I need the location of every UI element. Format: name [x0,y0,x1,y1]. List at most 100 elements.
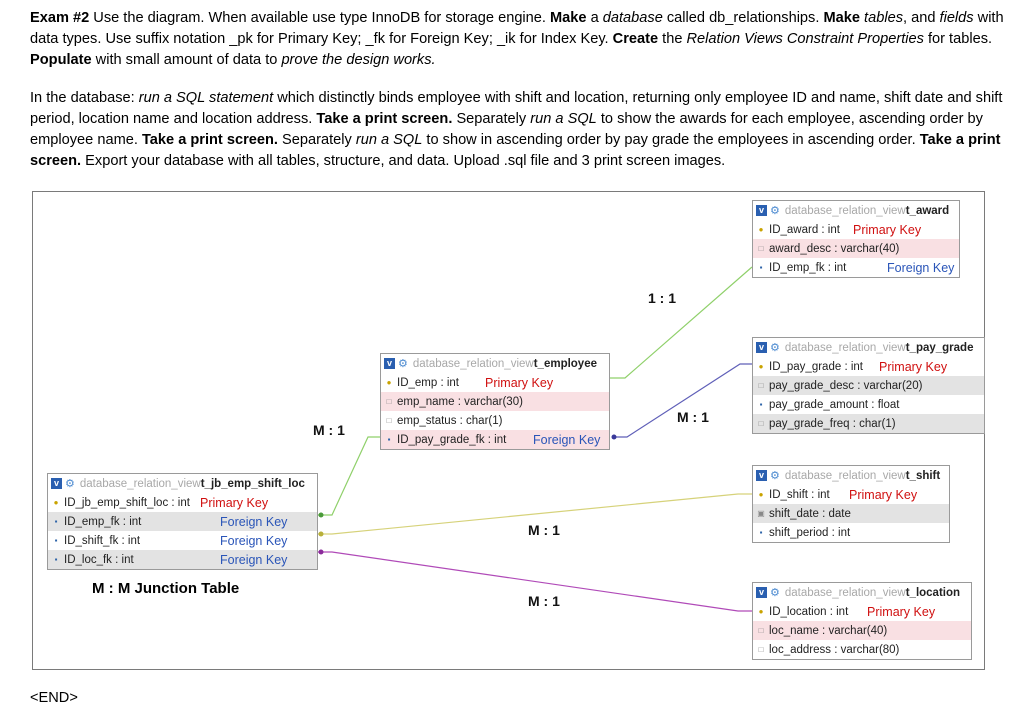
checkbox-icon[interactable]: v [756,470,767,481]
primary-key-note: Primary Key [879,360,948,374]
table-field-row[interactable]: ● ID_location : int Primary Key [753,602,971,621]
gear-icon[interactable]: ⚙ [770,587,780,599]
instruction-text-segment: tables [864,10,903,26]
table-field-row[interactable]: ● ID_jb_emp_shift_loc : int Primary Key [48,493,317,512]
table-header[interactable]: v⚙database_relation_view t_pay_grade [753,338,984,357]
link-end-dot [318,512,324,518]
table-name: t_pay_grade [905,341,974,354]
primary-key-note: Primary Key [200,496,269,510]
checkbox-icon[interactable]: v [756,342,767,353]
field-definition: ID_emp_fk : int [64,515,142,528]
table-field-row[interactable]: ▪ shift_period : int [753,523,949,542]
instructions-paragraph-1: Exam #2 Use the diagram. When available … [30,8,1005,71]
field-definition: ID_jb_emp_shift_loc : int [64,496,190,509]
instruction-text-segment: called db_relationships. [662,10,824,26]
table-header[interactable]: v⚙database_relation_view t_employee [381,354,609,373]
instruction-text-segment: which distinctly binds employee with shi… [30,90,1003,127]
column-icon: □ [758,244,764,253]
field-definition: ID_pay_grade : int [769,360,863,373]
field-definition: pay_grade_desc : varchar(20) [769,379,923,392]
instruction-text-segment: the [658,31,687,47]
instruction-text-segment: Separately [452,111,531,127]
foreign-key-note: Foreign Key [887,261,955,275]
table-field-row[interactable]: ● ID_pay_grade : int Primary Key [753,357,984,376]
gear-icon[interactable]: ⚙ [770,205,780,217]
key-icon: ● [53,498,59,507]
field-definition: ID_pay_grade_fk : int [397,433,507,446]
field-definition: pay_grade_freq : char(1) [769,417,896,430]
table-field-row[interactable]: □pay_grade_desc : varchar(20) [753,376,984,395]
instruction-text-segment: Take a print screen. [30,132,1001,169]
gear-icon[interactable]: ⚙ [398,358,408,370]
primary-key-note: Primary Key [867,605,936,619]
instruction-text-segment: a [586,10,603,26]
link-end-dot [318,549,324,555]
key-icon: ● [758,225,764,234]
table-header[interactable]: v⚙database_relation_view t_location [753,583,971,602]
table-field-row[interactable]: □ loc_address : varchar(80) [753,640,971,659]
table-field-row[interactable]: ▣shift_date : date [753,504,949,523]
instruction-text-segment: prove the design works. [281,52,436,68]
table-header[interactable]: v⚙database_relation_view t_award [753,201,959,220]
table-field-row[interactable]: ▪ ID_emp_fk : int Foreign Key [753,258,959,277]
field-definition: ID_emp_fk : int [769,261,847,274]
checkbox-icon[interactable]: v [51,478,62,489]
field-definition: ID_location : int [769,605,849,618]
instruction-text-segment: Make [550,10,587,26]
table-t-location[interactable]: v⚙database_relation_view t_location ● ID_l… [752,582,972,660]
key-icon: ● [758,607,764,616]
table-t-pay-grade[interactable]: v⚙database_relation_view t_pay_grade ● ID_… [752,337,985,434]
primary-key-note: Primary Key [485,376,554,390]
table-field-row[interactable]: □award_desc : varchar(40) [753,239,959,258]
table-field-row[interactable]: ▪pay_grade_amount : float [753,395,984,414]
table-field-row[interactable]: □emp_name : varchar(30) [381,392,609,411]
table-header[interactable]: v⚙database_relation_view t_jb_emp_shift_… [48,474,317,493]
field-definition: ID_loc_fk : int [64,553,134,566]
field-definition: ID_award : int [769,223,840,236]
relation-label-award: 1 : 1 [648,290,677,306]
field-definition: shift_date : date [769,507,851,520]
table-t-employee[interactable]: v⚙database_relation_view t_employee●ID_e… [380,353,610,450]
index-icon: ▪ [759,528,763,537]
table-t-award[interactable]: v⚙database_relation_view t_award ● ID_awar… [752,200,960,278]
link-junction-shift [318,493,752,535]
index-icon: ▪ [759,263,763,272]
foreign-key-note: Foreign Key [220,534,288,548]
gear-icon[interactable]: ⚙ [770,342,780,354]
instruction-text-segment: with data types. Use suffix notation _pk… [30,10,1004,47]
link-end-dot [611,434,617,440]
table-field-row[interactable]: □loc_name : varchar(40) [753,621,971,640]
table-name: t_location [905,586,961,599]
table-t-jb-emp-shift-loc[interactable]: v⚙database_relation_view t_jb_emp_shift_… [47,473,318,570]
database-view-label: database_relation_view [79,477,201,490]
table-header[interactable]: v⚙database_relation_view t_shift [753,466,949,485]
link-employee-paygrade [612,363,752,438]
instruction-text-segment: run a SQL statement [138,90,274,106]
checkbox-icon[interactable]: v [384,358,395,369]
key-icon: ● [758,362,764,371]
instruction-text-segment: Relation Views Constraint Properties [686,31,924,47]
table-field-row[interactable]: □pay_grade_freq : char(1) [753,414,984,433]
gear-icon[interactable]: ⚙ [770,470,780,482]
foreign-key-note: Foreign Key [533,433,601,447]
instruction-text-segment: run a SQL [355,132,423,148]
field-definition: loc_address : varchar(80) [769,643,900,656]
checkbox-icon[interactable]: v [756,587,767,598]
link-end-dot [318,531,324,537]
checkbox-icon[interactable]: v [756,205,767,216]
field-definition: shift_period : int [769,526,851,539]
column-icon: □ [758,645,764,654]
link-junction-employee [318,436,382,516]
table-t-shift[interactable]: v⚙database_relation_view t_shift●ID_shif… [752,465,950,543]
gear-icon[interactable]: ⚙ [65,478,75,490]
instruction-text-segment: for tables. [923,31,993,47]
table-field-row[interactable]: □emp_status : char(1) [381,411,609,430]
index-icon: ▪ [54,555,58,564]
